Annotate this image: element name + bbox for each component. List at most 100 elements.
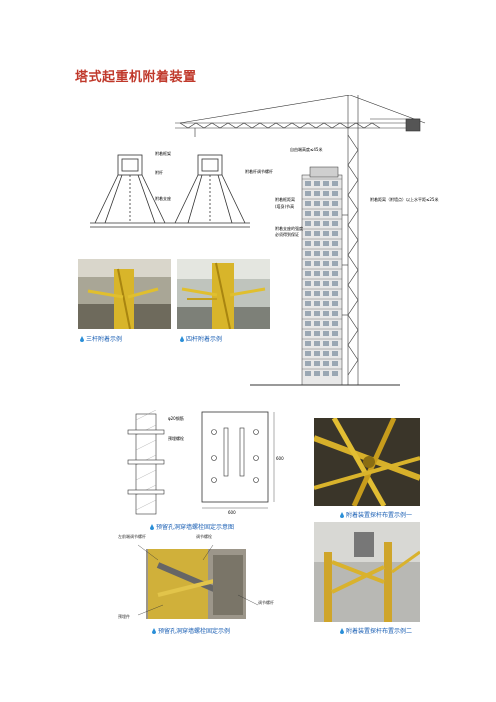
- caption-arrangement-2-text: 附着装置探杆布置示例二: [346, 628, 413, 635]
- wall-section-drawing: φ20钢筋 预埋螺栓: [127, 410, 184, 515]
- caption-four-rod-text: 四杆附着示例: [186, 336, 223, 343]
- building-window: [314, 331, 320, 336]
- building-window: [323, 311, 329, 316]
- building-window: [332, 211, 338, 216]
- building-window: [323, 341, 329, 346]
- label-adjust-rod: 附着杆调节螺杆: [245, 168, 273, 174]
- building-window: [305, 311, 311, 316]
- caption-embedded-photo-text: 预留孔洞穿墙螺栓固定示例: [158, 628, 231, 635]
- label-left-top: 左前端调节螺杆: [118, 534, 146, 539]
- photo-three-rod-attachment: [78, 259, 171, 329]
- building-window: [314, 271, 320, 276]
- building-window: [305, 191, 311, 196]
- building-window: [305, 251, 311, 256]
- tower-ties: [342, 214, 348, 316]
- building-window: [314, 301, 320, 306]
- building-window: [314, 291, 320, 296]
- building-window: [314, 181, 320, 186]
- building-window: [323, 301, 329, 306]
- drop-icon: [340, 627, 344, 634]
- drop-icon: [80, 335, 84, 342]
- caption-embedded-diagram-text: 预留孔洞穿墙螺栓固定示意图: [156, 524, 235, 531]
- building-window: [314, 351, 320, 356]
- photo-four-rod-attachment: [177, 259, 270, 329]
- building-window: [323, 331, 329, 336]
- building-window: [314, 221, 320, 226]
- building-window: [323, 321, 329, 326]
- embedded-plate-drawing: 600 600: [201, 411, 284, 515]
- building-window: [305, 341, 311, 346]
- drop-icon: [180, 335, 184, 342]
- label-right-top: 调节螺栓: [196, 534, 212, 539]
- building-window: [323, 251, 329, 256]
- building-window: [323, 201, 329, 206]
- label-attach-frame: 附着框架: [155, 150, 171, 156]
- label-lower-attach: 附着距离（附墙点）以上水平距≤25米: [370, 196, 438, 202]
- building-window: [305, 221, 311, 226]
- label-right-bottom: 调节螺杆: [258, 600, 274, 605]
- label-rebar: φ20钢筋: [168, 415, 184, 421]
- label-frame-spacing: 附着框距离: [275, 196, 295, 202]
- building-window: [323, 211, 329, 216]
- building-window: [314, 311, 320, 316]
- building-window: [323, 221, 329, 226]
- building-window: [314, 371, 320, 376]
- label-support-note-2: 必须得到保证: [275, 231, 299, 237]
- photo-arrangement-example-1: [314, 418, 420, 506]
- drop-icon: [152, 627, 156, 634]
- building-window: [305, 211, 311, 216]
- label-embedded: 预埋螺栓: [168, 435, 184, 441]
- building-window: [332, 341, 338, 346]
- building-window: [332, 321, 338, 326]
- attachment-frame-drawing-right: [170, 154, 250, 228]
- building-window: [323, 261, 329, 266]
- drop-icon: [150, 523, 154, 530]
- building-window: [332, 311, 338, 316]
- building-window: [332, 351, 338, 356]
- building-window: [305, 371, 311, 376]
- building-window: [305, 291, 311, 296]
- building-window: [332, 231, 338, 236]
- caption-three-rod: 三杆附着示例: [80, 334, 122, 343]
- building-window: [305, 301, 311, 306]
- building-window: [332, 371, 338, 376]
- building-window: [332, 201, 338, 206]
- caption-embedded-photo: 预留孔洞穿墙螺栓固定示例: [152, 626, 230, 635]
- building-window: [314, 361, 320, 366]
- drop-icon: [340, 511, 344, 518]
- building-window: [305, 361, 311, 366]
- building-window: [323, 181, 329, 186]
- caption-three-rod-text: 三杆附着示例: [86, 336, 123, 343]
- label-support-note-1: 附着支座的强度: [275, 225, 303, 231]
- caption-four-rod: 四杆附着示例: [180, 334, 222, 343]
- label-top-attach: 自由端高度≤45米: [290, 146, 322, 152]
- label-attach-support: 附着支座: [155, 195, 171, 201]
- building-floors: [302, 178, 342, 376]
- building-window: [323, 291, 329, 296]
- label-rod: 附杆: [155, 169, 163, 175]
- attachment-frame-drawing-left: [90, 154, 170, 228]
- building-window: [305, 231, 311, 236]
- building-window: [332, 281, 338, 286]
- building-window: [332, 261, 338, 266]
- building-window: [323, 231, 329, 236]
- page-title: 塔式起重机附着装置: [75, 70, 197, 85]
- label-dim-vertical: 600: [276, 456, 284, 461]
- building-window: [332, 251, 338, 256]
- building-window: [314, 281, 320, 286]
- building: [301, 166, 343, 386]
- building-window: [314, 191, 320, 196]
- building-window: [332, 361, 338, 366]
- building-window: [305, 281, 311, 286]
- building-window: [323, 241, 329, 246]
- building-window: [332, 301, 338, 306]
- building-window: [305, 241, 311, 246]
- caption-arrangement-2: 附着装置探杆布置示例二: [340, 626, 412, 635]
- building-window: [323, 371, 329, 376]
- crane-jib: [175, 95, 426, 137]
- building-window: [314, 261, 320, 266]
- label-dim-horizontal: 600: [228, 510, 236, 515]
- building-window: [332, 271, 338, 276]
- building-window: [332, 191, 338, 196]
- building-window: [332, 181, 338, 186]
